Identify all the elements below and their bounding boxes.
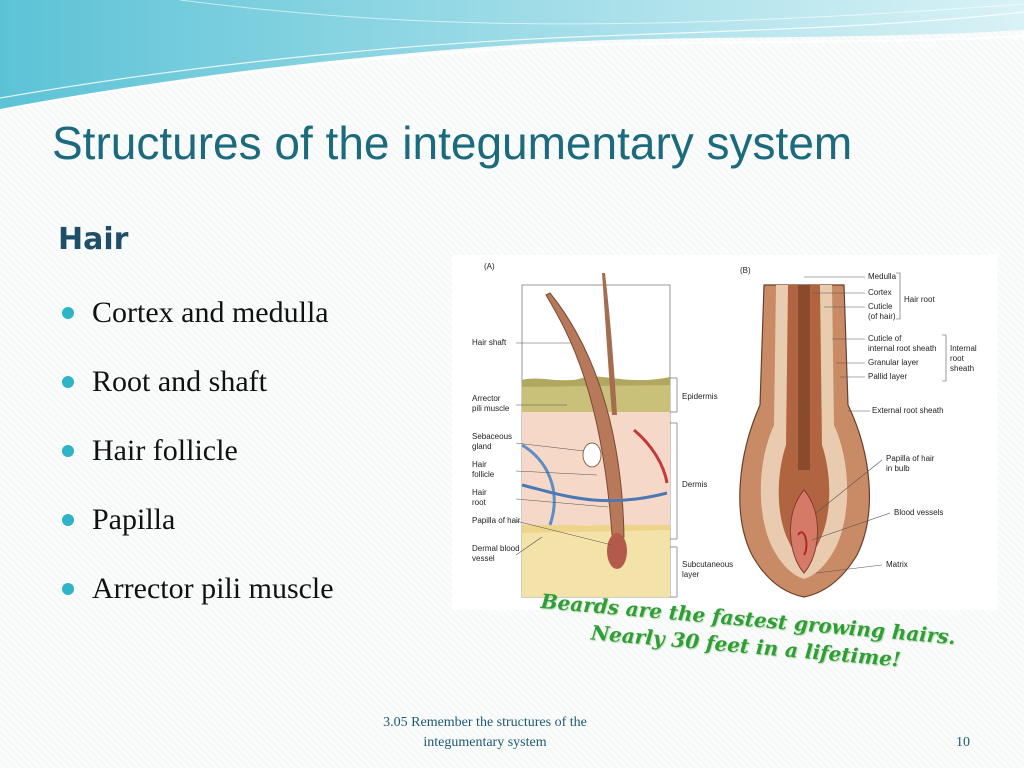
label-vessel: vessel: [472, 554, 495, 563]
label-cuticle-of: Cuticle of: [868, 334, 902, 343]
hair-anatomy-figure: (A) Hair shaft Arrector pili muscle Seba…: [452, 255, 997, 610]
bullet-dot-icon: [62, 583, 74, 595]
label-subcutaneous: Subcutaneous: [682, 560, 733, 569]
bullet-item: Root and shaft: [62, 365, 334, 434]
label-hair-2: Hair: [472, 488, 487, 497]
label-pallid-layer: Pallid layer: [868, 372, 907, 381]
label-external-root-sheath: External root sheath: [872, 406, 944, 415]
header-wave-decoration: [0, 0, 1024, 111]
bullet-item: Papilla: [62, 503, 334, 572]
label-hair-root: Hair root: [904, 295, 935, 304]
label-follicle: follicle: [472, 470, 495, 479]
footer-line-1: 3.05 Remember the structures of the: [383, 715, 587, 730]
label-papilla: Papilla of hair: [472, 516, 521, 525]
label-dermis: Dermis: [682, 480, 707, 489]
bullet-text: Root and shaft: [92, 365, 267, 398]
panel-a-tag: (A): [484, 262, 495, 271]
label-sebaceous: Sebaceous: [472, 432, 512, 441]
slide-footer: 3.05 Remember the structures of the inte…: [340, 713, 630, 753]
label-hair-1: Hair: [472, 460, 487, 469]
label-arrector: Arrector: [472, 394, 501, 403]
page-number: 10: [956, 735, 970, 750]
label-pili-muscle: pili muscle: [472, 404, 510, 413]
label-internal-root-sheath: internal root sheath: [868, 344, 937, 353]
label-cortex: Cortex: [868, 288, 892, 297]
label-of-hair: (of hair): [868, 312, 896, 321]
slide-title: Structures of the integumentary system: [52, 117, 853, 169]
panel-b-hair-follicle: (B) Medulla Cortex Cuticle (of hair) Hai…: [739, 266, 977, 598]
footer-line-2: integumentary system: [423, 735, 547, 750]
bullet-dot-icon: [62, 376, 74, 388]
label-medulla: Medulla: [868, 272, 897, 281]
label-blood-vessels: Blood vessels: [894, 508, 943, 517]
label-layer: layer: [682, 570, 700, 579]
panel-b-tag: (B): [740, 266, 751, 275]
bullet-text: Cortex and medulla: [92, 296, 329, 329]
hair-anatomy-illustration: (A) Hair shaft Arrector pili muscle Seba…: [472, 262, 977, 598]
label-papilla-of-hair: Papilla of hair: [886, 454, 935, 463]
label-internal: Internal: [950, 344, 977, 353]
bullet-dot-icon: [62, 445, 74, 457]
label-in-bulb: in bulb: [886, 464, 910, 473]
bullet-text: Arrector pili muscle: [92, 572, 334, 605]
label-gland: gland: [472, 442, 492, 451]
label-matrix: Matrix: [886, 560, 908, 569]
panel-a-skin-cross-section: (A) Hair shaft Arrector pili muscle Seba…: [472, 262, 733, 598]
bullet-dot-icon: [62, 514, 74, 526]
label-dermal-blood: Dermal blood: [472, 544, 520, 553]
bullet-item: Cortex and medulla: [62, 296, 334, 365]
label-sheath: sheath: [950, 364, 974, 373]
bullet-text: Papilla: [92, 503, 176, 536]
label-granular-layer: Granular layer: [868, 358, 919, 367]
label-cuticle: Cuticle: [868, 302, 893, 311]
bullet-dot-icon: [62, 307, 74, 319]
section-heading: Hair: [58, 222, 129, 257]
bullet-item: Hair follicle: [62, 434, 334, 503]
label-hair-shaft: Hair shaft: [472, 338, 507, 347]
label-epidermis: Epidermis: [682, 392, 718, 401]
bullet-list: Cortex and medulla Root and shaft Hair f…: [62, 296, 334, 641]
bullet-text: Hair follicle: [92, 434, 238, 467]
label-root: root: [472, 498, 487, 507]
label-root-2: root: [950, 354, 965, 363]
bullet-item: Arrector pili muscle: [62, 572, 334, 641]
